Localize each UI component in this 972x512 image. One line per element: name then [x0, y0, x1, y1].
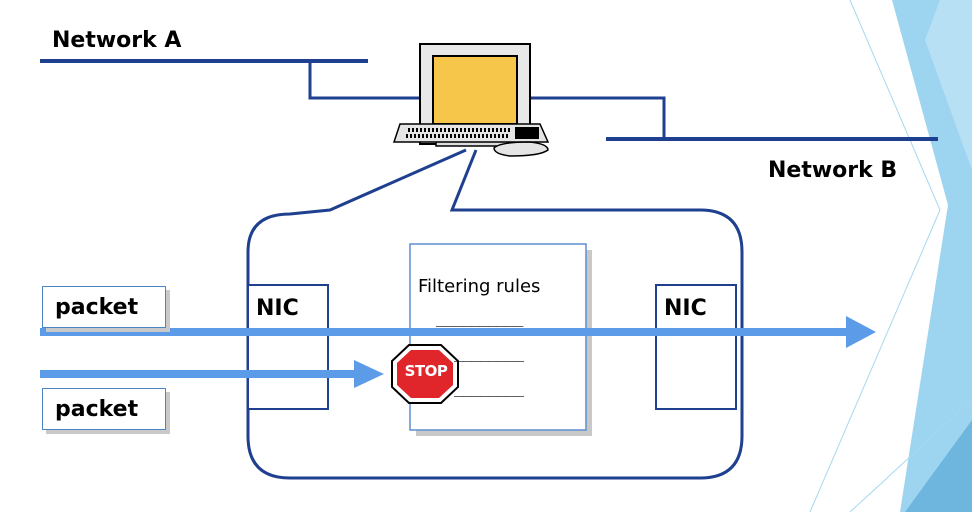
decorative-triangles — [809, 0, 972, 512]
nic-left-label: NIC — [256, 296, 299, 321]
packet-label: packet — [42, 286, 166, 328]
network-b-label: Network B — [768, 158, 898, 183]
filter-rule-line: ________ — [454, 343, 524, 362]
nic-right-box — [655, 284, 737, 410]
callout-box — [246, 148, 744, 480]
nic-right-label: NIC — [664, 296, 707, 321]
filtering-rules-title: Filtering rules — [418, 276, 541, 297]
computer-icon — [392, 43, 550, 157]
network-a-label: Network A — [52, 28, 182, 53]
network-lines — [40, 59, 938, 141]
stop-sign-text: STOP — [404, 362, 448, 380]
filter-rule-line: ________ — [454, 378, 524, 397]
nic-left-box — [247, 284, 329, 410]
stop-sign-icon — [391, 344, 459, 404]
packet-arrows — [40, 316, 876, 388]
filter-rule-line: __________ — [436, 308, 523, 327]
packet-label: packet — [42, 388, 166, 430]
